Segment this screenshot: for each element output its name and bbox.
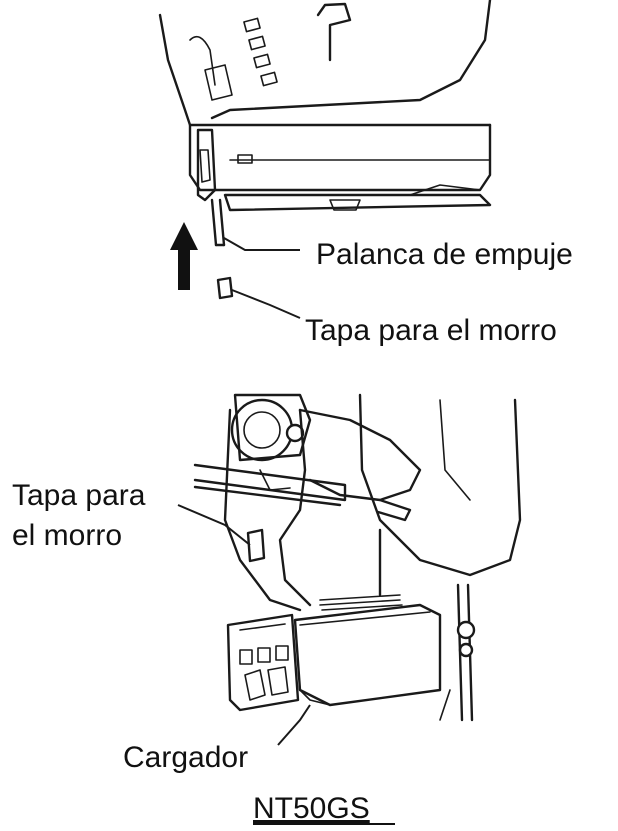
side-rod	[439, 583, 476, 722]
label-push-lever: Palanca de empuje	[316, 238, 573, 271]
nose-cap-left	[246, 528, 266, 563]
body-vents	[204, 17, 278, 101]
label-nose-cap-left-line1: Tapa para	[12, 479, 146, 512]
label-magazine: Cargador	[123, 741, 248, 774]
label-nose-cap-left-line2: el morro	[12, 519, 122, 552]
front-nose-assembly	[226, 613, 300, 712]
nose-cap-small	[216, 276, 234, 300]
adjustment-knob	[230, 393, 312, 462]
top-nailer-illustration	[158, 0, 492, 319]
up-arrow-icon	[170, 222, 198, 290]
model-name: NT50GS	[253, 792, 370, 825]
bottom-nailer-illustration	[177, 393, 522, 746]
label-nose-cap-top: Tapa para el morro	[305, 314, 557, 347]
magazine-box	[293, 603, 442, 707]
